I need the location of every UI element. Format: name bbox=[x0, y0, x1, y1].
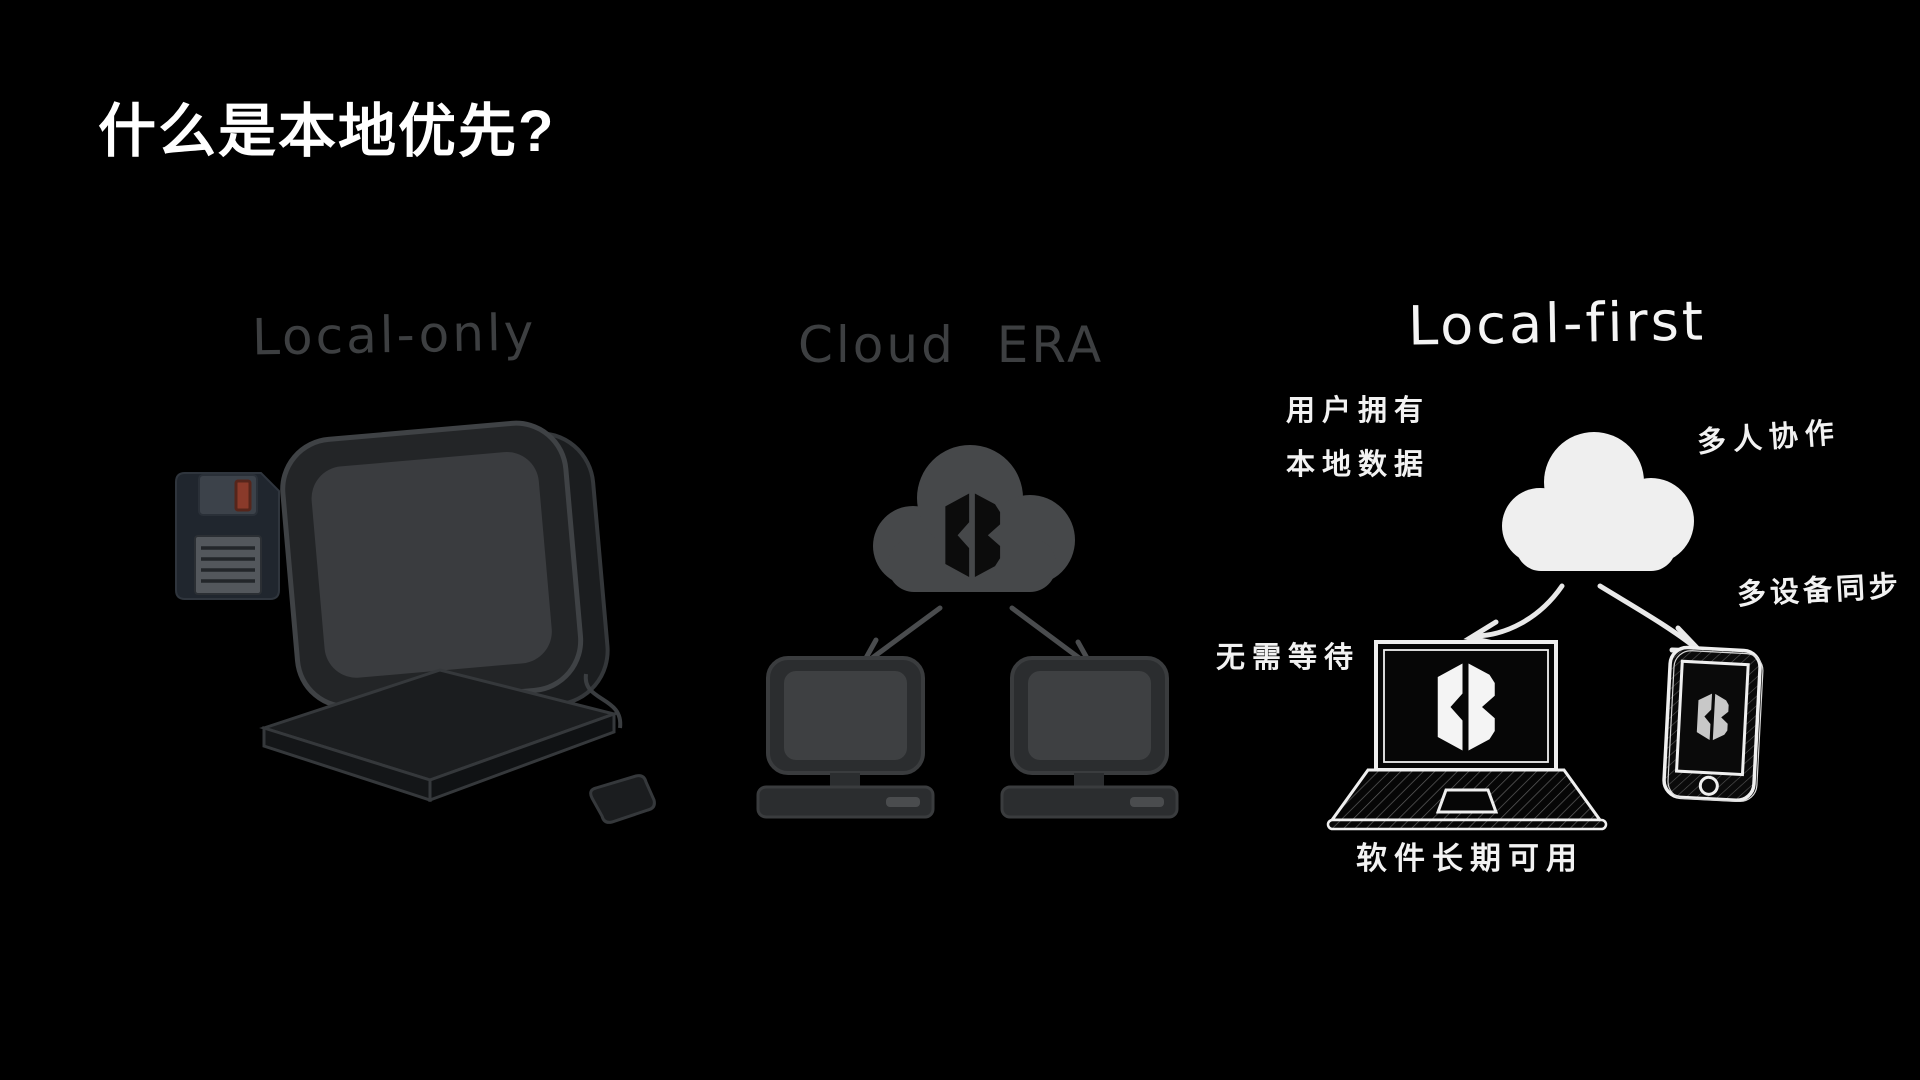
laptop-trackpad bbox=[1435, 788, 1499, 814]
desktop-computer-icon bbox=[1000, 656, 1179, 819]
page-title: 什么是本地优先? bbox=[98, 99, 556, 164]
app-logo-gray bbox=[1696, 693, 1729, 741]
retro-computer-icon bbox=[259, 420, 656, 824]
curved-arrow-left-icon bbox=[1471, 583, 1565, 639]
era-label-cloud-era: Cloud ERA bbox=[798, 316, 1105, 374]
era-label-local-first: Local-first bbox=[1407, 289, 1707, 358]
era-label-local-only: Local-only bbox=[251, 303, 537, 367]
phone-screen bbox=[1674, 659, 1750, 777]
desktop-computer-icon bbox=[756, 656, 935, 819]
annotation-multi-user-collaboration: 多人协作 bbox=[1696, 417, 1842, 459]
retro-keyboard bbox=[259, 668, 620, 803]
annotation-multi-device-sync: 多设备同步 bbox=[1736, 570, 1903, 612]
app-logo-dark bbox=[945, 493, 1001, 577]
curved-arrow-right-icon bbox=[1597, 583, 1699, 651]
annotation-no-waiting: 无需等待 bbox=[1216, 642, 1361, 674]
arrow-down-left-icon bbox=[861, 605, 943, 667]
laptop-screen bbox=[1374, 640, 1558, 772]
laptop-app-logo-icon bbox=[1326, 640, 1608, 831]
annotation-line: 用户拥有 bbox=[1286, 395, 1431, 427]
app-logo-white bbox=[1437, 663, 1495, 751]
annotation-users-own-local-data: 用户拥有 本地数据 bbox=[1286, 384, 1430, 492]
annotation-long-term-available: 软件长期可用 bbox=[1356, 841, 1584, 876]
annotation-line: 本地数据 bbox=[1286, 449, 1431, 481]
retro-mouse bbox=[583, 673, 656, 824]
smartphone-app-logo-icon bbox=[1662, 645, 1764, 803]
phone-home-button bbox=[1698, 775, 1719, 796]
cloud-logo-icon bbox=[873, 445, 1075, 592]
crt-screen bbox=[311, 452, 552, 678]
white-cloud-icon bbox=[1502, 432, 1694, 571]
floppy-disk-icon bbox=[175, 472, 280, 600]
